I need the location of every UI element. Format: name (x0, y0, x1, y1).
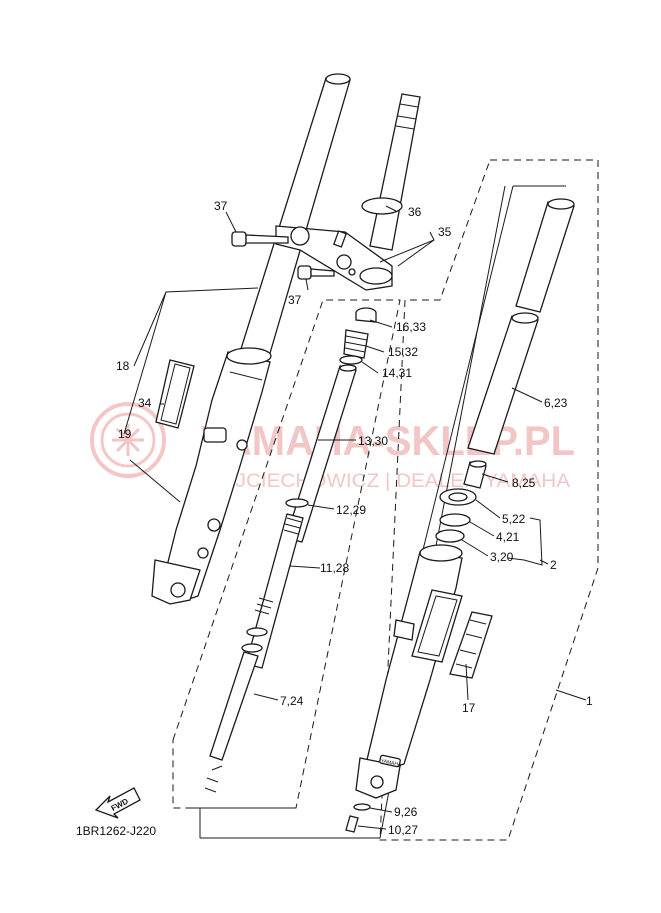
label-37-upper: 37 (214, 199, 228, 213)
steering-stem (361, 93, 421, 251)
label-12-29: 12,29 (336, 503, 366, 517)
cap-16-33 (355, 307, 377, 323)
bolt-37-upper (231, 231, 289, 247)
label-13-30: 13,30 (358, 434, 388, 448)
under-bracket (275, 225, 393, 291)
label-7-24: 7,24 (280, 694, 304, 708)
fwd-arrow-icon: FWD (94, 787, 141, 819)
washer-9-26 (353, 803, 371, 811)
label-37-lower: 37 (288, 293, 302, 307)
bushing-8-25 (463, 460, 487, 489)
spacer-15-32 (343, 329, 369, 359)
label-2: 2 (550, 558, 557, 572)
label-35: 35 (438, 225, 452, 239)
watermark-logo-icon (90, 402, 166, 478)
label-18: 18 (116, 359, 130, 373)
label-11-28: 11,28 (320, 561, 349, 575)
label-15-32: 15,32 (388, 345, 418, 359)
bolt-10-27 (345, 815, 359, 833)
label-10-27: 10,27 (388, 823, 418, 837)
washer-12-29 (285, 498, 309, 508)
label-34: 34 (138, 396, 152, 410)
label-19: 19 (118, 427, 132, 441)
label-8-25: 8,25 (512, 476, 536, 490)
diagram-code: 1BR1262-J220 (76, 824, 156, 838)
reflector-34 (155, 359, 195, 429)
label-17: 17 (462, 701, 476, 715)
bolt-37-lower (297, 265, 335, 280)
bracket-inner-bottom (187, 807, 296, 830)
assembly-outline-right (379, 159, 599, 841)
oil-seal-5-22 (439, 488, 477, 506)
leader-lines (123, 205, 587, 830)
label-9-26: 9,26 (394, 805, 418, 819)
bracket-outer-left (199, 185, 506, 839)
reflector-frame (411, 589, 463, 663)
clip-4-21 (439, 513, 471, 527)
label-36: 36 (408, 205, 422, 219)
seal-3-20 (435, 529, 465, 543)
left-fork-leg (151, 73, 351, 605)
spring-13-30 (285, 364, 357, 543)
part-labels: 37 37 36 35 16,33 15,32 14,31 13,30 12,2… (76, 199, 593, 838)
label-5-22: 5,22 (502, 512, 526, 526)
label-3-20: 3,20 (490, 550, 514, 564)
rod-7-24 (204, 627, 268, 793)
outer-tube-right: YAMAHA (355, 544, 463, 799)
label-4-21: 4,21 (496, 530, 520, 544)
label-14-31: 14,31 (382, 366, 412, 380)
label-1: 1 (586, 694, 593, 708)
oring-14-31 (339, 355, 363, 365)
brand-mark: YAMAHA (380, 758, 402, 768)
reflector-17 (449, 611, 493, 679)
label-6-23: 6,23 (544, 396, 568, 410)
inner-tube-6-23 (467, 198, 575, 455)
assembly-outline-inner (172, 299, 401, 809)
label-16-33: 16,33 (396, 320, 426, 334)
watermark-title: YAMAHA-SKLEP.PL (200, 417, 575, 464)
